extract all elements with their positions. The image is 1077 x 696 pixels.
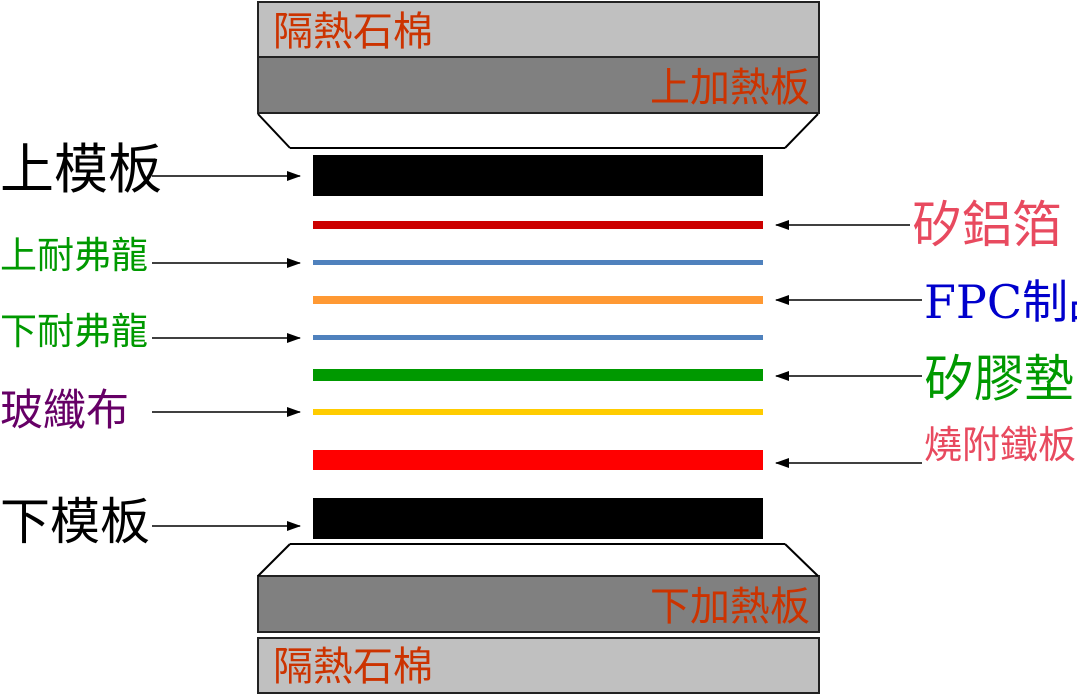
- label-upper-mold: 上模板: [0, 138, 162, 201]
- label-upper-teflon: 上耐弗龍: [0, 234, 148, 277]
- label-fiberglass: 玻纖布: [0, 386, 129, 436]
- lower-mold-layer: [313, 498, 763, 539]
- top-heat-plate-block: 上加熱板: [257, 56, 820, 114]
- top-heat-plate-label: 上加熱板: [650, 65, 810, 111]
- label-silicone-foil: 矽鋁箔: [912, 196, 1062, 254]
- release-steel-layer: [313, 450, 763, 470]
- fpc-product-layer: [313, 296, 763, 304]
- fiberglass-cloth-layer: [313, 409, 763, 415]
- label-release-steel: 燒附鐵板: [924, 423, 1077, 467]
- lower-teflon-layer: [313, 335, 763, 340]
- silicone-foil-layer: [313, 221, 763, 229]
- silicone-pad-layer: [313, 369, 763, 381]
- upper-teflon-layer: [313, 260, 763, 265]
- top-trapezoid-connector: [257, 113, 819, 149]
- bottom-trapezoid-connector: [257, 543, 819, 577]
- bottom-heat-plate-label: 下加熱板: [650, 584, 810, 630]
- upper-mold-layer: [313, 155, 763, 196]
- bottom-insulation-block: 隔熱石棉: [257, 637, 820, 694]
- label-lower-mold: 下模板: [0, 493, 150, 551]
- bottom-heat-plate-block: 下加熱板: [257, 575, 820, 633]
- label-silicone-pad: 矽膠墊: [924, 350, 1074, 408]
- label-lower-teflon: 下耐弗龍: [0, 310, 148, 353]
- bottom-insulation-label: 隔熱石棉: [273, 644, 433, 690]
- top-insulation-label: 隔熱石棉: [273, 9, 433, 55]
- top-insulation-block: 隔熱石棉: [257, 1, 820, 58]
- label-fpc: FPC制品: [924, 275, 1077, 329]
